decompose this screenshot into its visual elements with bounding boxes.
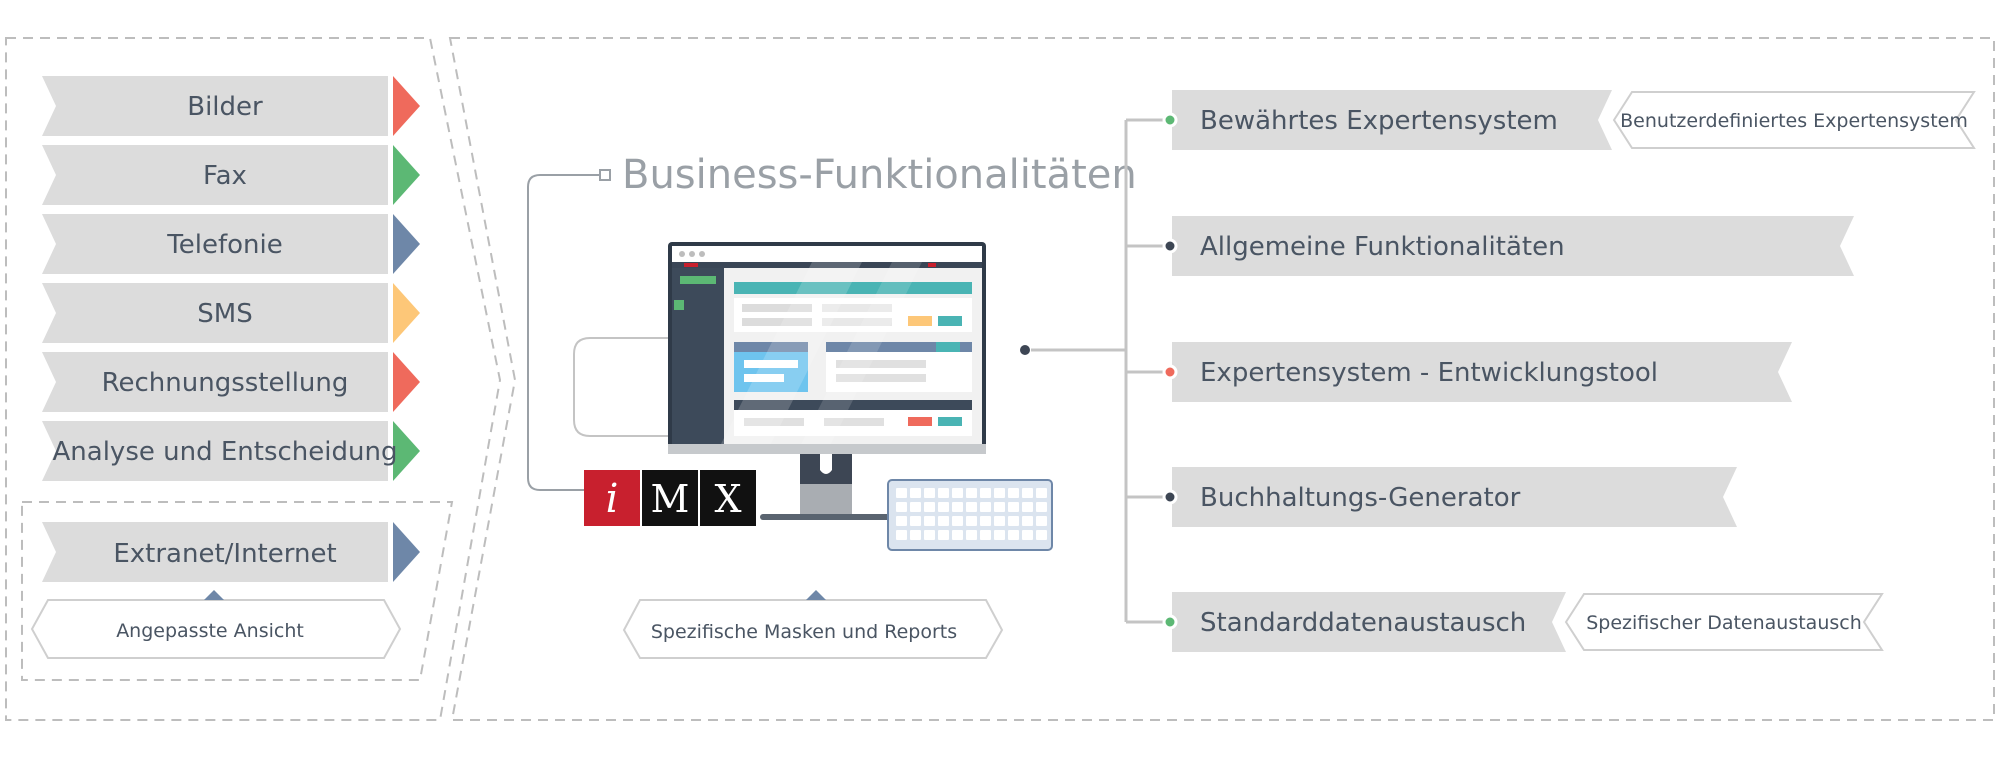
left-item-ribbon bbox=[42, 421, 388, 481]
left-item-separator bbox=[388, 283, 392, 343]
left-item-label: Telefonie bbox=[166, 230, 282, 260]
right-item-ribbon bbox=[1172, 467, 1737, 527]
left-item-accent-arrow bbox=[393, 283, 420, 343]
left-item[interactable]: Rechnungsstellung bbox=[42, 352, 420, 412]
left-item[interactable]: Analyse und Entscheidung bbox=[42, 421, 420, 481]
angepasste-ansicht-label: Angepasste Ansicht bbox=[116, 620, 304, 642]
monitor-bracket bbox=[573, 337, 668, 437]
logo-tile-i bbox=[584, 470, 640, 526]
extranet-label: Extranet/Internet bbox=[113, 539, 336, 569]
center-title: Business-Funktionalitäten bbox=[622, 152, 1137, 198]
left-item-label: Fax bbox=[203, 161, 247, 191]
right-item-ribbon bbox=[1172, 90, 1612, 150]
title-connector bbox=[527, 174, 605, 491]
logo-letter-x: X bbox=[714, 477, 741, 521]
left-item-accent-arrow bbox=[393, 76, 420, 136]
left-item-accent-arrow bbox=[393, 352, 420, 412]
left-item-label: Rechnungsstellung bbox=[102, 368, 349, 398]
left-item-accent-arrow bbox=[393, 214, 420, 274]
left-item-ribbon bbox=[42, 352, 388, 412]
right-item-label: Bewährtes Expertensystem bbox=[1200, 106, 1558, 136]
right-item[interactable]: Expertensystem - Entwicklungstool bbox=[1126, 342, 1792, 402]
left-item-label: Bilder bbox=[187, 92, 263, 122]
right-item-label: Standarddatenaustausch bbox=[1200, 608, 1526, 638]
spezifische-masken-label: Spezifische Masken und Reports bbox=[651, 621, 957, 643]
left-dashed-frame bbox=[5, 37, 502, 721]
right-item-dot bbox=[1162, 238, 1178, 254]
right-item-label: Allgemeine Funktionalitäten bbox=[1200, 232, 1565, 262]
extranet-accent-arrow bbox=[393, 522, 420, 582]
left-item-separator bbox=[388, 214, 392, 274]
logo-letter-m: M bbox=[651, 477, 690, 521]
left-item-label: SMS bbox=[197, 299, 252, 329]
monitor-illustration bbox=[668, 242, 1053, 551]
left-item[interactable]: SMS bbox=[42, 283, 420, 343]
extranet-item[interactable]: Extranet/Internet bbox=[42, 522, 420, 582]
left-item-ribbon bbox=[42, 214, 388, 274]
imx-logo: i M X bbox=[584, 470, 756, 526]
right-dashed-frame bbox=[448, 37, 1995, 721]
left-item[interactable]: Telefonie bbox=[42, 214, 420, 274]
right-item-dot bbox=[1162, 489, 1178, 505]
left-item-separator bbox=[388, 76, 392, 136]
right-item-dot bbox=[1162, 614, 1178, 630]
right-item-ribbon bbox=[1172, 342, 1792, 402]
right-item-label: Expertensystem - Entwicklungstool bbox=[1200, 358, 1658, 388]
right-feature-list: Bewährtes Expertensystem Benutzerdefinier… bbox=[1126, 90, 1976, 652]
right-item[interactable]: Allgemeine Funktionalitäten bbox=[1126, 216, 1854, 276]
right-item-extra-tag: Benutzerdefiniertes Expertensystem bbox=[1612, 91, 1976, 149]
right-item-dot bbox=[1162, 364, 1178, 380]
logo-letter-i: i bbox=[606, 476, 619, 522]
right-item-extra-label: Benutzerdefiniertes Expertensystem bbox=[1620, 110, 1968, 132]
left-item-label: Analyse und Entscheidung bbox=[53, 437, 398, 467]
spezifische-masken-tag: Spezifische Masken und Reports bbox=[622, 590, 1004, 659]
right-item-extra-label: Spezifischer Datenaustausch bbox=[1586, 612, 1862, 634]
left-item-ribbon bbox=[42, 76, 388, 136]
right-item-ribbon bbox=[1172, 216, 1854, 276]
left-item-separator bbox=[388, 145, 392, 205]
right-item-ribbon bbox=[1172, 592, 1566, 652]
right-item-label: Buchhaltungs-Generator bbox=[1200, 483, 1521, 513]
left-item-ribbon bbox=[42, 283, 388, 343]
left-item[interactable]: Bilder bbox=[42, 76, 420, 136]
right-item[interactable]: Standarddatenaustausch Spezifischer Daten… bbox=[1126, 592, 1884, 652]
right-item[interactable]: Bewährtes Expertensystem Benutzerdefinier… bbox=[1126, 90, 1976, 150]
angepasste-ansicht-tag: Angepasste Ansicht bbox=[30, 590, 402, 659]
logo-tile-x bbox=[700, 470, 756, 526]
right-item-dot bbox=[1162, 112, 1178, 128]
left-item-accent-arrow bbox=[393, 145, 420, 205]
left-item[interactable]: Fax bbox=[42, 145, 420, 205]
title-connector-node bbox=[599, 169, 611, 181]
left-item-ribbon bbox=[42, 145, 388, 205]
extranet-ribbon bbox=[42, 522, 388, 582]
left-item-separator bbox=[388, 352, 392, 412]
left-item-separator bbox=[388, 421, 392, 481]
extranet-accent-separator bbox=[388, 522, 392, 582]
left-item-accent-arrow bbox=[393, 421, 420, 481]
right-item[interactable]: Buchhaltungs-Generator bbox=[1126, 467, 1737, 527]
logo-tile-m bbox=[642, 470, 698, 526]
right-item-extra-tag: Spezifischer Datenaustausch bbox=[1564, 593, 1884, 651]
